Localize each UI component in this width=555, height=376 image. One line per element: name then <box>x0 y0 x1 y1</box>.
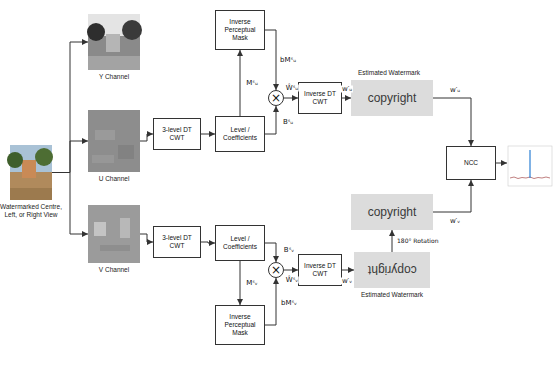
connector-arrow <box>284 270 298 271</box>
edge-label: w′ᵥ <box>341 278 353 285</box>
process-box: Inverse Perceptual Mask <box>215 305 265 345</box>
operator-symbol: × <box>271 264 281 276</box>
process-box: 3-level DT CWT <box>153 226 201 258</box>
box-label: 3-level DT CWT <box>154 234 200 250</box>
process-box: 3-level DT CWT <box>153 118 201 150</box>
watermark-box: copyrightEstimated Watermark <box>351 80 433 116</box>
connector-arrow <box>265 106 276 134</box>
watermark-text: copyright <box>351 205 433 219</box>
connector-arrow <box>284 98 298 99</box>
caption-text: V Channel <box>84 266 144 274</box>
watermarked-view-photo <box>7 145 53 200</box>
edge-label: Mˢᵥ <box>245 280 259 287</box>
edge-label: w′ᵥ <box>449 218 461 225</box>
watermark-text: copyright <box>368 263 417 277</box>
caption-text: Estimated Watermark <box>357 291 427 299</box>
edge-label: bMˢᵥ <box>280 300 298 307</box>
connector-arrow <box>52 42 88 173</box>
box-label: Inverse DT CWT <box>299 90 341 106</box>
edge-label: Ŵˢᵤ <box>285 85 299 92</box>
connector-arrow <box>265 278 276 325</box>
connector-arrow <box>240 261 241 305</box>
watermark-box: copyright <box>351 194 433 230</box>
caption-text: U Channel <box>84 175 144 183</box>
connector-arrow <box>201 134 215 135</box>
image-node: V Channel <box>88 205 140 263</box>
image-node: U Channel <box>88 110 140 172</box>
box-label: Inverse DT CWT <box>299 262 341 278</box>
process-box: Inverse DT CWT <box>298 254 342 286</box>
connector-arrow <box>140 134 153 141</box>
v-channel-photo <box>88 205 140 263</box>
caption-text: Y Channel <box>84 73 144 81</box>
watermark-text: copyright <box>351 91 433 105</box>
edge-label: 180° Rotation <box>396 238 439 244</box>
caption-text: Estimated Watermark <box>354 69 424 77</box>
watermark-box: copyrightEstimated Watermark <box>354 252 430 288</box>
edge-label: Ŵˢᵥ <box>285 277 299 284</box>
connector-arrow <box>342 270 354 271</box>
process-box: Inverse Perceptual Mask <box>215 10 265 50</box>
process-box: Inverse DT CWT <box>298 82 342 114</box>
connector-arrow <box>52 141 88 173</box>
box-label: 3-level DT CWT <box>154 126 200 142</box>
connector-arrow <box>342 98 351 99</box>
edge-label: Mˢᵤ <box>245 80 258 87</box>
edge-label: bMˢᵤ <box>279 57 297 64</box>
image-node: Watermarked Centre, Left, or Right View <box>10 145 52 200</box>
box-label: Inverse Perceptual Mask <box>216 18 264 41</box>
connector-arrow <box>240 50 241 116</box>
image-node: Y Channel <box>88 14 140 70</box>
operator-symbol: × <box>271 92 281 104</box>
connector-arrow <box>265 30 276 90</box>
process-box: NCC <box>446 146 496 180</box>
edge-label: w′ᵤ <box>449 87 461 94</box>
edge-label: Bˢᵤ <box>282 119 294 126</box>
box-label: Level / Coefficients <box>216 126 264 142</box>
multiplier-circle: × <box>268 90 284 106</box>
connector-arrow <box>433 180 471 212</box>
process-box: Level / Coefficients <box>215 116 265 152</box>
caption-text: Watermarked Centre, Left, or Right View <box>0 203 62 219</box>
process-box: Level / Coefficients <box>215 225 265 261</box>
connector-arrow <box>392 230 393 252</box>
box-label: Level / Coefficients <box>216 235 264 251</box>
ncc-output-plot <box>508 146 552 186</box>
connector-arrow <box>265 243 276 262</box>
connector-arrow <box>201 242 215 243</box>
u-channel-photo <box>88 110 140 172</box>
y-channel-photo <box>87 14 142 70</box>
box-label: NCC <box>447 159 495 167</box>
edge-label: Bˢᵥ <box>283 247 295 254</box>
edge-label: w′ᵤ <box>341 86 353 93</box>
connector-arrow <box>433 98 471 146</box>
multiplier-circle: × <box>268 262 284 278</box>
box-label: Inverse Perceptual Mask <box>216 313 264 336</box>
connector-arrow <box>140 234 153 242</box>
